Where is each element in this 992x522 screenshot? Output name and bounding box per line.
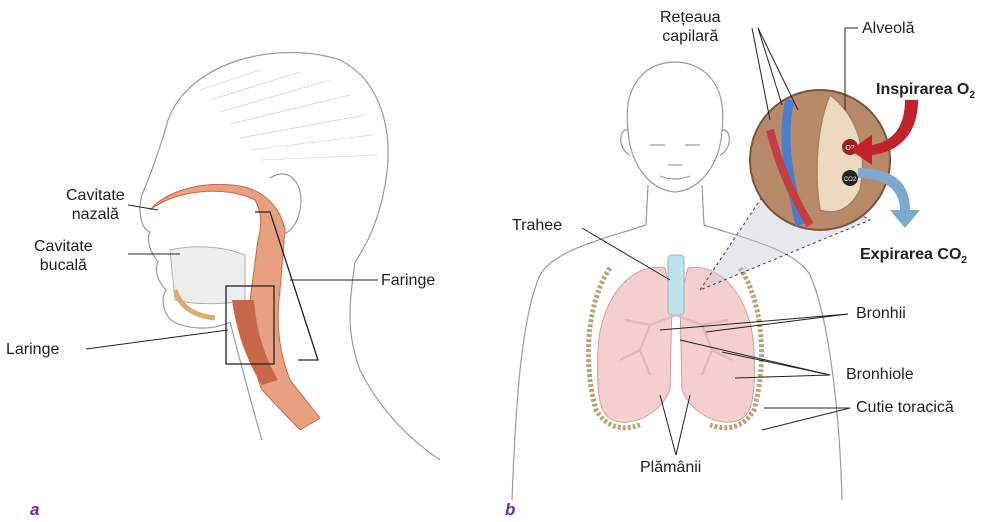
label-lungs: Plămânii [640, 458, 701, 477]
label-pharynx: Faringe [381, 271, 435, 290]
label-oral-cavity: Cavitate bucală [34, 237, 93, 275]
airway-tract [150, 184, 320, 430]
label-inspiration-main: Inspirarea O [876, 81, 969, 98]
label-inspiration-sub: 2 [969, 90, 975, 101]
panel-letter-a: a [30, 500, 39, 520]
label-expiration-main: Expirarea CO [860, 246, 961, 263]
label-ribcage: Cutie toracică [856, 398, 954, 417]
label-capillary-line1: Rețeaua [660, 8, 721, 27]
label-capillary-network: Rețeaua capilară [660, 8, 721, 46]
label-oral-line1: Cavitate [34, 237, 93, 256]
trachea [668, 255, 684, 315]
label-bronchioles: Bronhiole [846, 365, 914, 384]
label-inspiration: Inspirarea O2 [876, 80, 975, 105]
label-alveolus: Alveolă [862, 19, 914, 38]
label-bronchi: Bronhii [856, 304, 906, 323]
label-nasal-line2: nazală [66, 205, 125, 224]
hair-hatching [200, 70, 378, 160]
label-nasal-cavity: Cavitate nazală [66, 186, 125, 224]
label-trachea: Trahee [512, 216, 562, 235]
label-larynx: Laringe [6, 340, 59, 359]
label-capillary-line2: capilară [660, 27, 721, 46]
panel-letter-b: b [505, 500, 515, 520]
label-expiration-sub: 2 [961, 255, 967, 266]
co2-bubble-label: CO2 [844, 177, 857, 183]
label-expiration: Expirarea CO2 [860, 245, 967, 270]
label-oral-line2: bucală [34, 256, 93, 275]
label-nasal-line1: Cavitate [66, 186, 125, 205]
